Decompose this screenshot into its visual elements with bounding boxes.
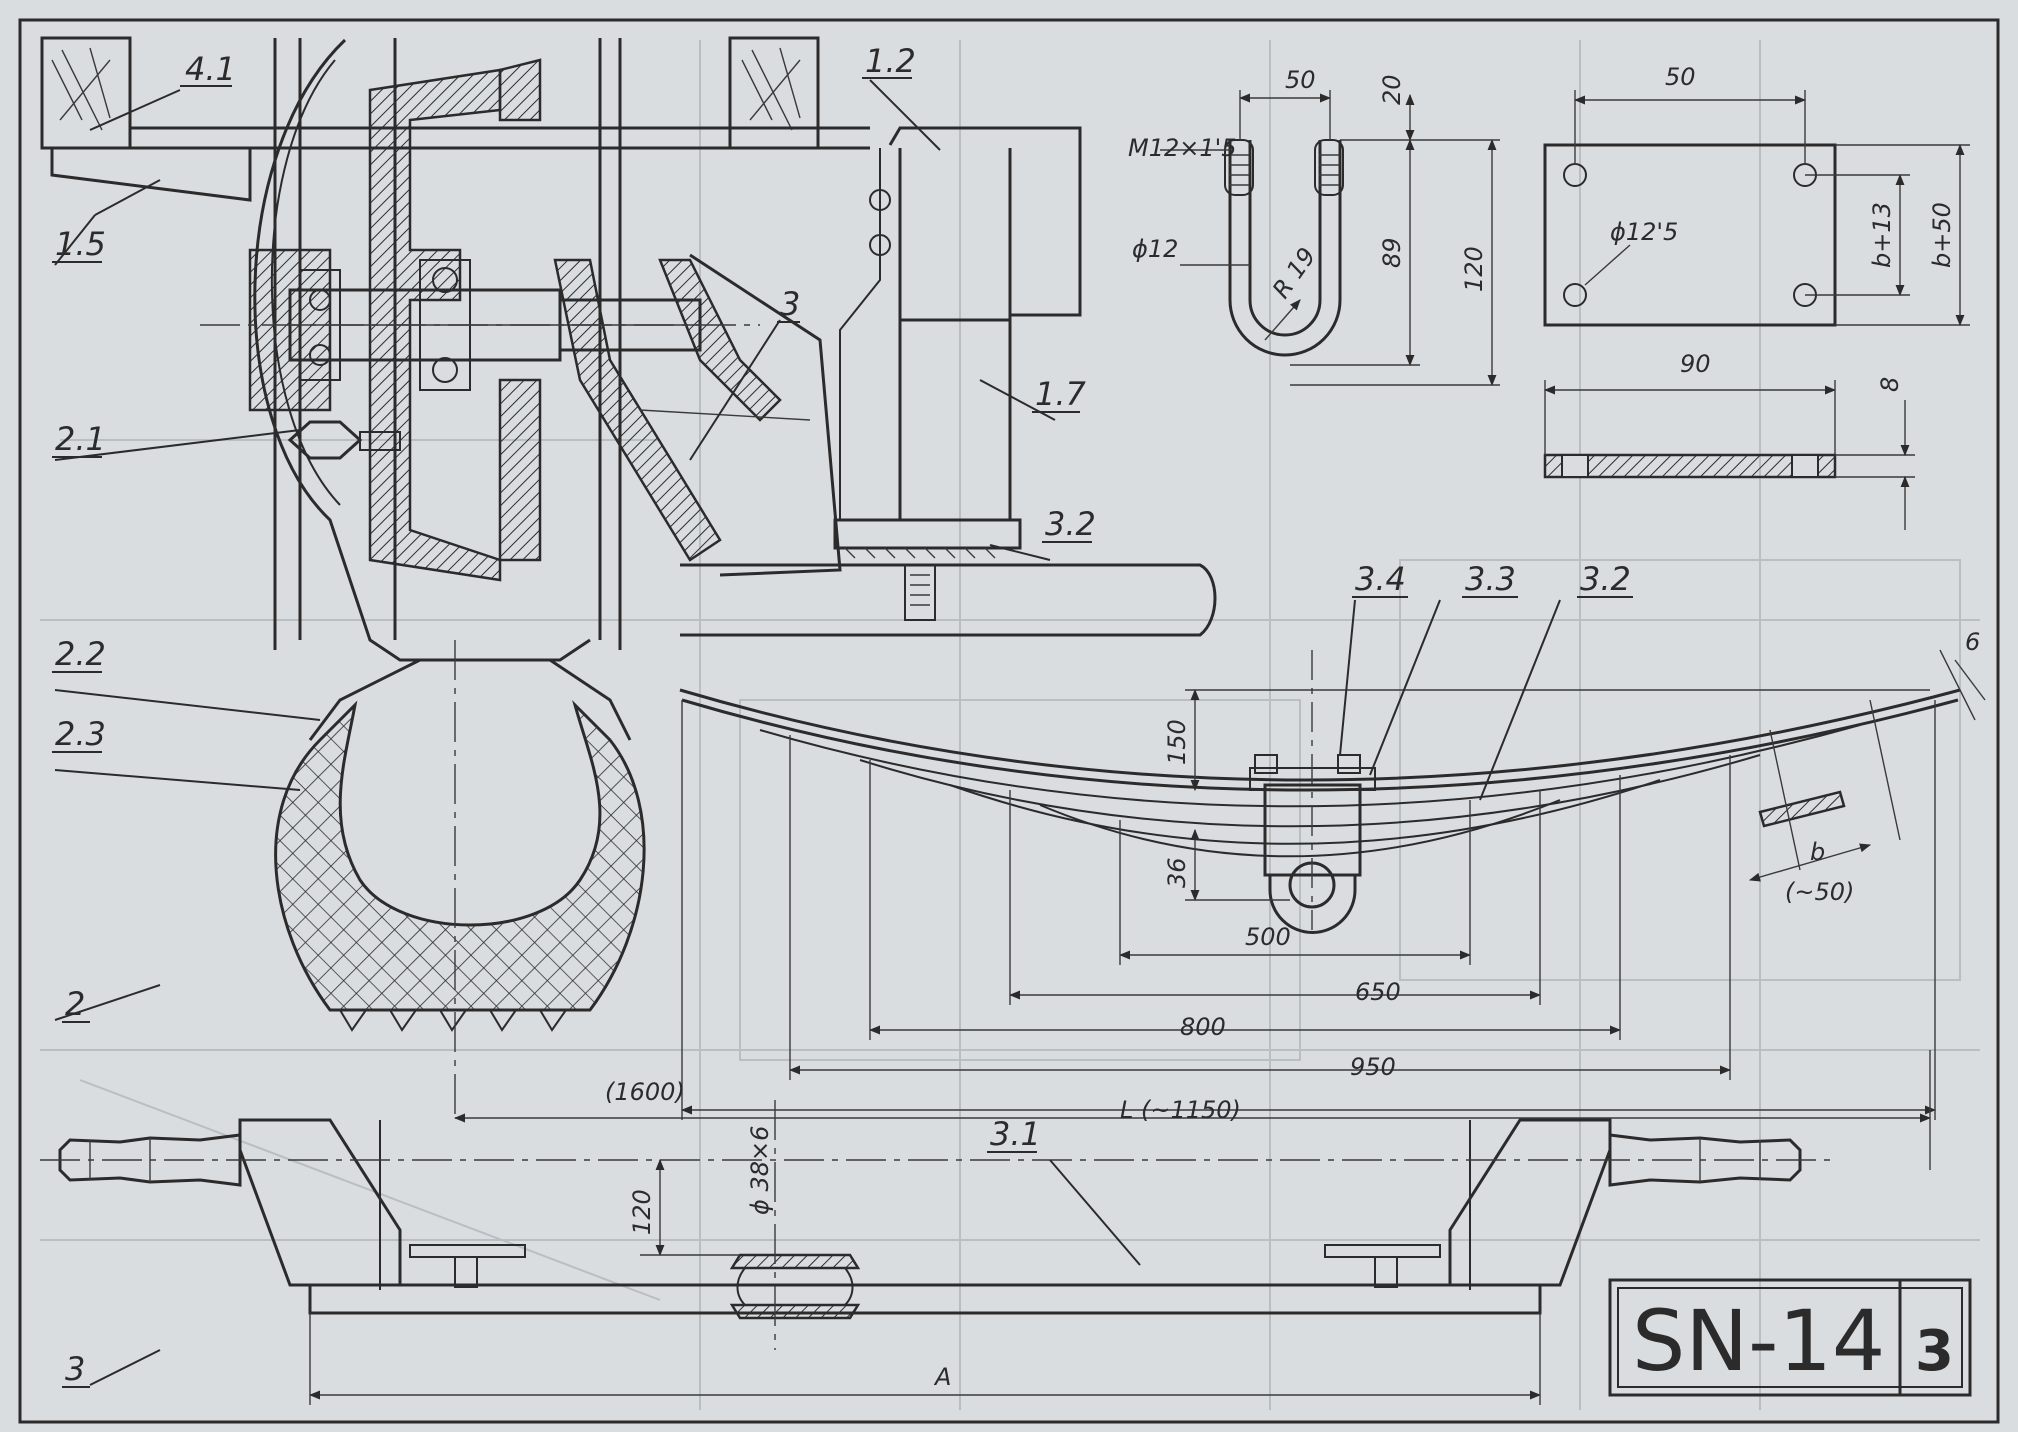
plate-drawing xyxy=(1543,90,1970,530)
plate-hole-dia: ϕ12'5 xyxy=(1610,218,1678,246)
plate-dimensions: 50 ϕ12'5 b+13 b+50 90 8 xyxy=(1610,63,1956,392)
spring-len-800: 800 xyxy=(1180,1013,1226,1041)
ubolt-dia: ϕ12 xyxy=(1132,235,1178,263)
title-block: SN-14 3 xyxy=(1608,1278,1972,1397)
ubolt-len-total: 120 xyxy=(1460,246,1488,292)
label-2-1: 2.1 xyxy=(55,420,106,458)
wood-beam-left xyxy=(40,36,132,150)
label-1-7: 1.7 xyxy=(1035,375,1087,413)
spring-leaf-width: b xyxy=(1810,838,1825,866)
leader-lines-hub xyxy=(54,79,1056,1021)
ubolt-len-inner: 89 xyxy=(1378,237,1406,268)
label-3-2-top: 3.2 xyxy=(1045,505,1096,543)
plate-width-top: 50 xyxy=(1665,63,1696,91)
spring-len-500: 500 xyxy=(1245,923,1291,951)
plate-spacing-inner: b+13 xyxy=(1868,202,1896,268)
label-3-1: 3.1 xyxy=(990,1115,1041,1153)
plate-length: 90 xyxy=(1680,350,1711,378)
spring-eye: 36 xyxy=(1163,857,1191,888)
plate-spacing-outer: b+50 xyxy=(1928,202,1956,268)
ubolt-thread-len: 20 xyxy=(1378,74,1406,105)
label-2: 2 xyxy=(65,985,85,1023)
u-bolt-drawing xyxy=(1160,90,1500,387)
label-4-1: 4.1 xyxy=(185,50,236,88)
spring-len-950: 950 xyxy=(1350,1053,1396,1081)
ubolt-width: 50 xyxy=(1285,66,1316,94)
label-3-4: 3.4 xyxy=(1355,560,1406,598)
label-1-5: 1.5 xyxy=(55,225,106,263)
hub-assembly-section xyxy=(40,36,1217,1120)
label-3-3: 3.3 xyxy=(1465,560,1516,598)
label-3-2-spring: 3.2 xyxy=(1580,560,1631,598)
spring-len-650: 650 xyxy=(1355,978,1401,1006)
spring-dimensions: 150 36 500 650 800 950 L (~1150) 6 b (~5… xyxy=(1120,628,1980,1124)
part-labels: 4.1 1.2 1.5 3 1.7 2.1 3.2 2.2 2.3 2 3.4 … xyxy=(52,42,1633,1388)
axle-drawing xyxy=(40,1050,1932,1405)
drawing-code: SN-14 xyxy=(1632,1292,1885,1390)
label-2-2: 2.2 xyxy=(55,635,106,673)
axle-dimensions: (1600) ϕ 38×6 120 A xyxy=(605,1078,951,1391)
leaf-spring-drawing xyxy=(679,599,1986,1120)
axle-height: 120 xyxy=(628,1189,656,1235)
plate-thickness: 8 xyxy=(1876,377,1904,392)
axle-tube-dia: ϕ 38×6 xyxy=(746,1126,774,1215)
axle-track: (1600) xyxy=(605,1078,685,1106)
axle-overall: A xyxy=(933,1363,951,1391)
label-1-2: 1.2 xyxy=(865,42,916,80)
spring-leaf-thickness: 6 xyxy=(1965,628,1980,656)
spring-total-len: L (~1150) xyxy=(1120,1096,1241,1124)
page-number: 3 xyxy=(1915,1319,1954,1384)
background-ghost-lines xyxy=(40,40,1980,1410)
spring-camber: 150 xyxy=(1163,719,1191,765)
label-3-bottom: 3 xyxy=(65,1350,85,1388)
spring-leaf-width-approx: (~50) xyxy=(1785,878,1854,906)
ubolt-thread: M12×1'5 xyxy=(1128,134,1237,162)
label-3-top: 3 xyxy=(780,285,800,323)
sheet-frame xyxy=(18,18,2000,1424)
label-2-3: 2.3 xyxy=(55,715,106,753)
